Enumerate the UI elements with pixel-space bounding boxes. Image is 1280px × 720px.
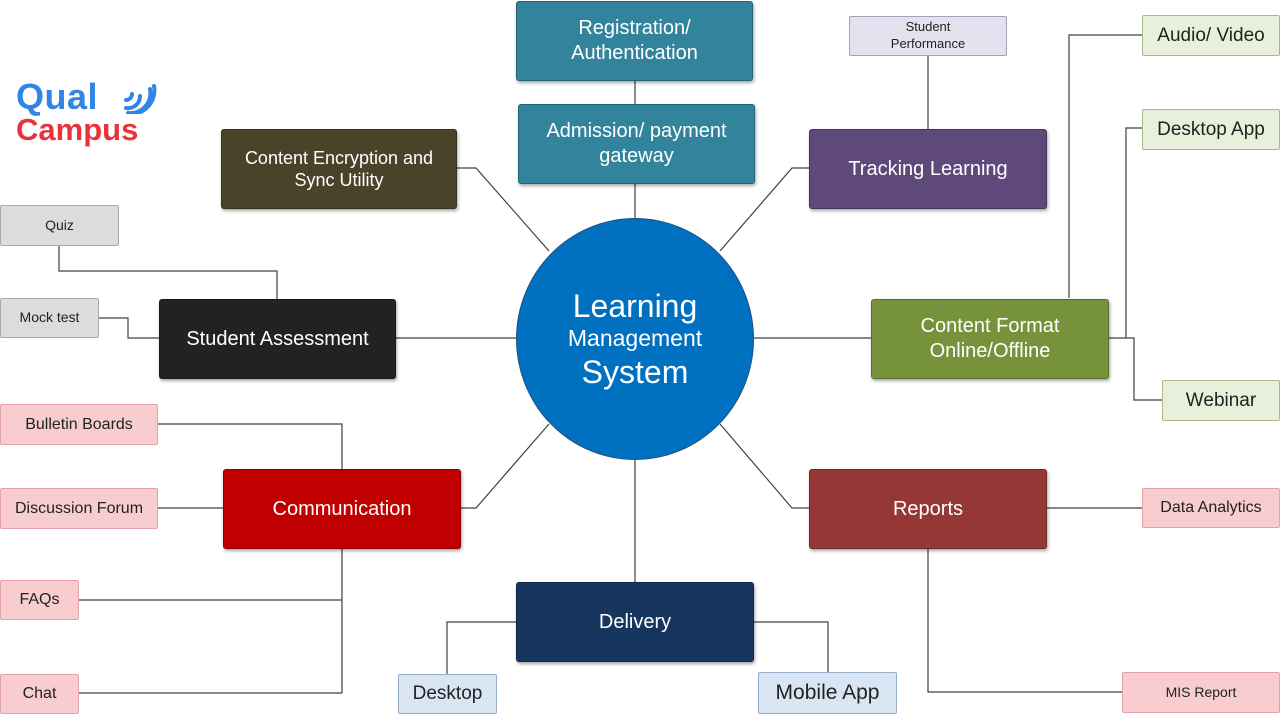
leaf-bulletin-boards: Bulletin Boards	[0, 404, 158, 445]
node-student-assessment: Student Assessment	[159, 299, 396, 379]
node-communication: Communication	[223, 469, 461, 549]
leaf-label: Mobile App	[775, 680, 880, 704]
leaf-label: MIS Report	[1165, 683, 1237, 700]
connector-delivery-mobile	[754, 621, 829, 672]
node-content-format: Content Format Online/Offline	[871, 299, 1109, 379]
center-node-lms: Learning Management System	[516, 218, 754, 460]
leaf-student-performance: Student Performance	[849, 16, 1007, 56]
leaf-label: Mock test	[19, 309, 80, 326]
node-content-encryption: Content Encryption and Sync Utility	[221, 129, 457, 209]
leaf-audio-video: Audio/ Video	[1142, 15, 1280, 56]
connector-content-audio	[1068, 34, 1142, 298]
leaf-desktop-app: Desktop App	[1142, 109, 1280, 150]
node-tracking-learning: Tracking Learning	[809, 129, 1047, 209]
node-label: Tracking Learning	[848, 157, 1008, 180]
leaf-label: Bulletin Boards	[25, 415, 133, 433]
node-label: Admission/ payment gateway	[546, 120, 727, 167]
connector-mock-assessment	[99, 317, 159, 339]
leaf-data-analytics: Data Analytics	[1142, 488, 1280, 528]
leaf-discussion-forum: Discussion Forum	[0, 488, 158, 529]
connector-quiz-assessment	[58, 245, 278, 299]
leaf-faqs: FAQs	[0, 580, 79, 620]
connector-delivery-desktop	[446, 621, 516, 674]
node-label: Registration/ Authentication	[571, 17, 698, 64]
connector-content-desktop-app	[1125, 127, 1142, 338]
leaf-mobile-app: Mobile App	[758, 672, 897, 714]
leaf-webinar: Webinar	[1162, 380, 1280, 421]
node-label: Content Encryption and Sync Utility	[244, 147, 434, 191]
leaf-label: Discussion Forum	[14, 499, 144, 517]
leaf-label: Data Analytics	[1160, 499, 1262, 516]
node-registration-authentication: Registration/ Authentication	[516, 1, 753, 81]
connector-encryption-center	[456, 167, 550, 252]
logo-word-qual: Qual	[16, 76, 99, 117]
center-title-line3: System	[581, 353, 689, 390]
node-admission-payment: Admission/ payment gateway	[518, 104, 755, 184]
logo-word-campus: Campus	[16, 112, 139, 147]
leaf-label: Student Performance	[890, 19, 966, 51]
leaf-mock-test: Mock test	[0, 298, 99, 338]
node-delivery: Delivery	[516, 582, 754, 662]
leaf-desktop: Desktop	[398, 674, 497, 714]
node-reports: Reports	[809, 469, 1047, 549]
leaf-label: Desktop	[412, 683, 483, 705]
leaf-label: FAQs	[19, 591, 60, 608]
node-label: Content Format Online/Offline	[920, 315, 1060, 362]
leaf-label: Quiz	[45, 216, 74, 233]
leaf-quiz: Quiz	[0, 205, 119, 246]
leaf-label: Audio/ Video	[1157, 24, 1265, 46]
center-title-line2: Management	[567, 325, 703, 352]
qualcampus-logo: Qual Campus	[16, 76, 166, 156]
leaf-label: Webinar	[1185, 389, 1257, 411]
leaf-label: Chat	[22, 685, 57, 702]
leaf-label: Desktop App	[1157, 118, 1265, 140]
center-title-line1: Learning	[572, 287, 698, 324]
node-label: Reports	[892, 497, 964, 520]
wifi-arc-icon	[124, 84, 157, 114]
connector-reports-mis	[927, 549, 1122, 693]
node-label: Student Assessment	[186, 327, 369, 350]
connector-bulletin-communication	[158, 423, 343, 469]
connector-communication-center	[461, 423, 550, 509]
node-label: Delivery	[598, 610, 672, 633]
node-label: Communication	[272, 497, 412, 520]
leaf-chat: Chat	[0, 674, 79, 714]
connector-tracking-center	[719, 167, 809, 252]
connector-reports-center	[719, 423, 809, 509]
leaf-mis-report: MIS Report	[1122, 672, 1280, 713]
connector-content-webinar	[1108, 337, 1162, 401]
